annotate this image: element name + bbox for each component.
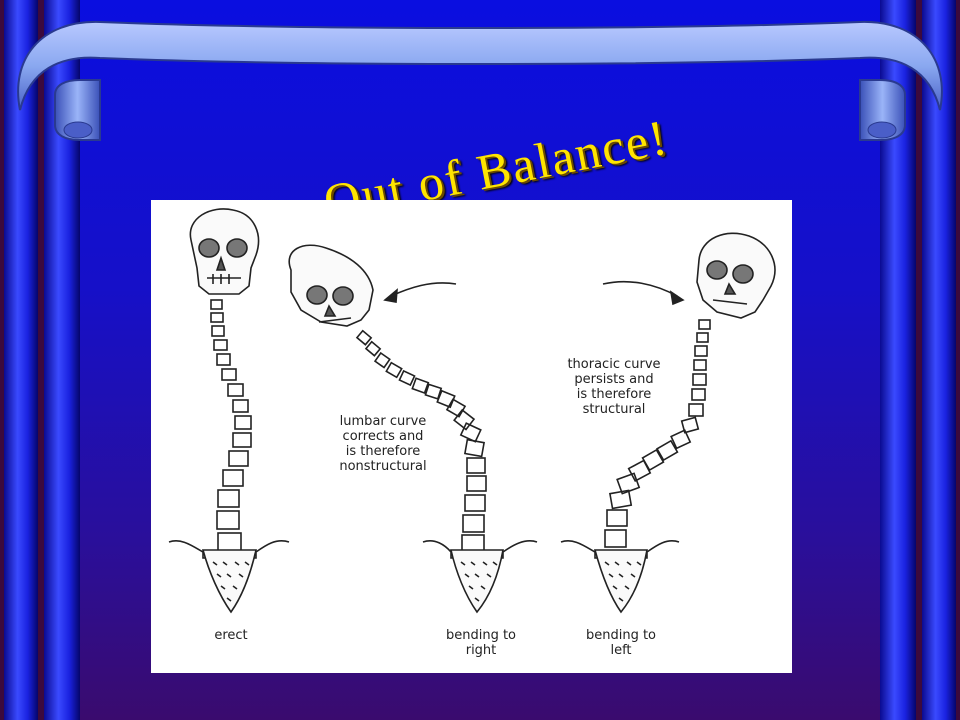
bending-right-skeleton	[288, 244, 538, 614]
bending-left-skeleton	[560, 232, 776, 614]
label-erect: erect	[214, 628, 248, 643]
erect-skeleton	[168, 208, 290, 614]
thoracic-curve-note: thoracic curve persists and is therefore…	[567, 357, 661, 417]
ribbon-banner	[17, 20, 943, 141]
label-bending-right: bending to right	[445, 628, 517, 658]
label-bending-left: bending to left	[585, 628, 657, 658]
lumbar-curve-note: lumbar curve corrects and is therefore n…	[339, 414, 427, 474]
spine-illustration	[168, 208, 776, 614]
spine-figure: erect bending to right bending to left l…	[151, 200, 792, 673]
